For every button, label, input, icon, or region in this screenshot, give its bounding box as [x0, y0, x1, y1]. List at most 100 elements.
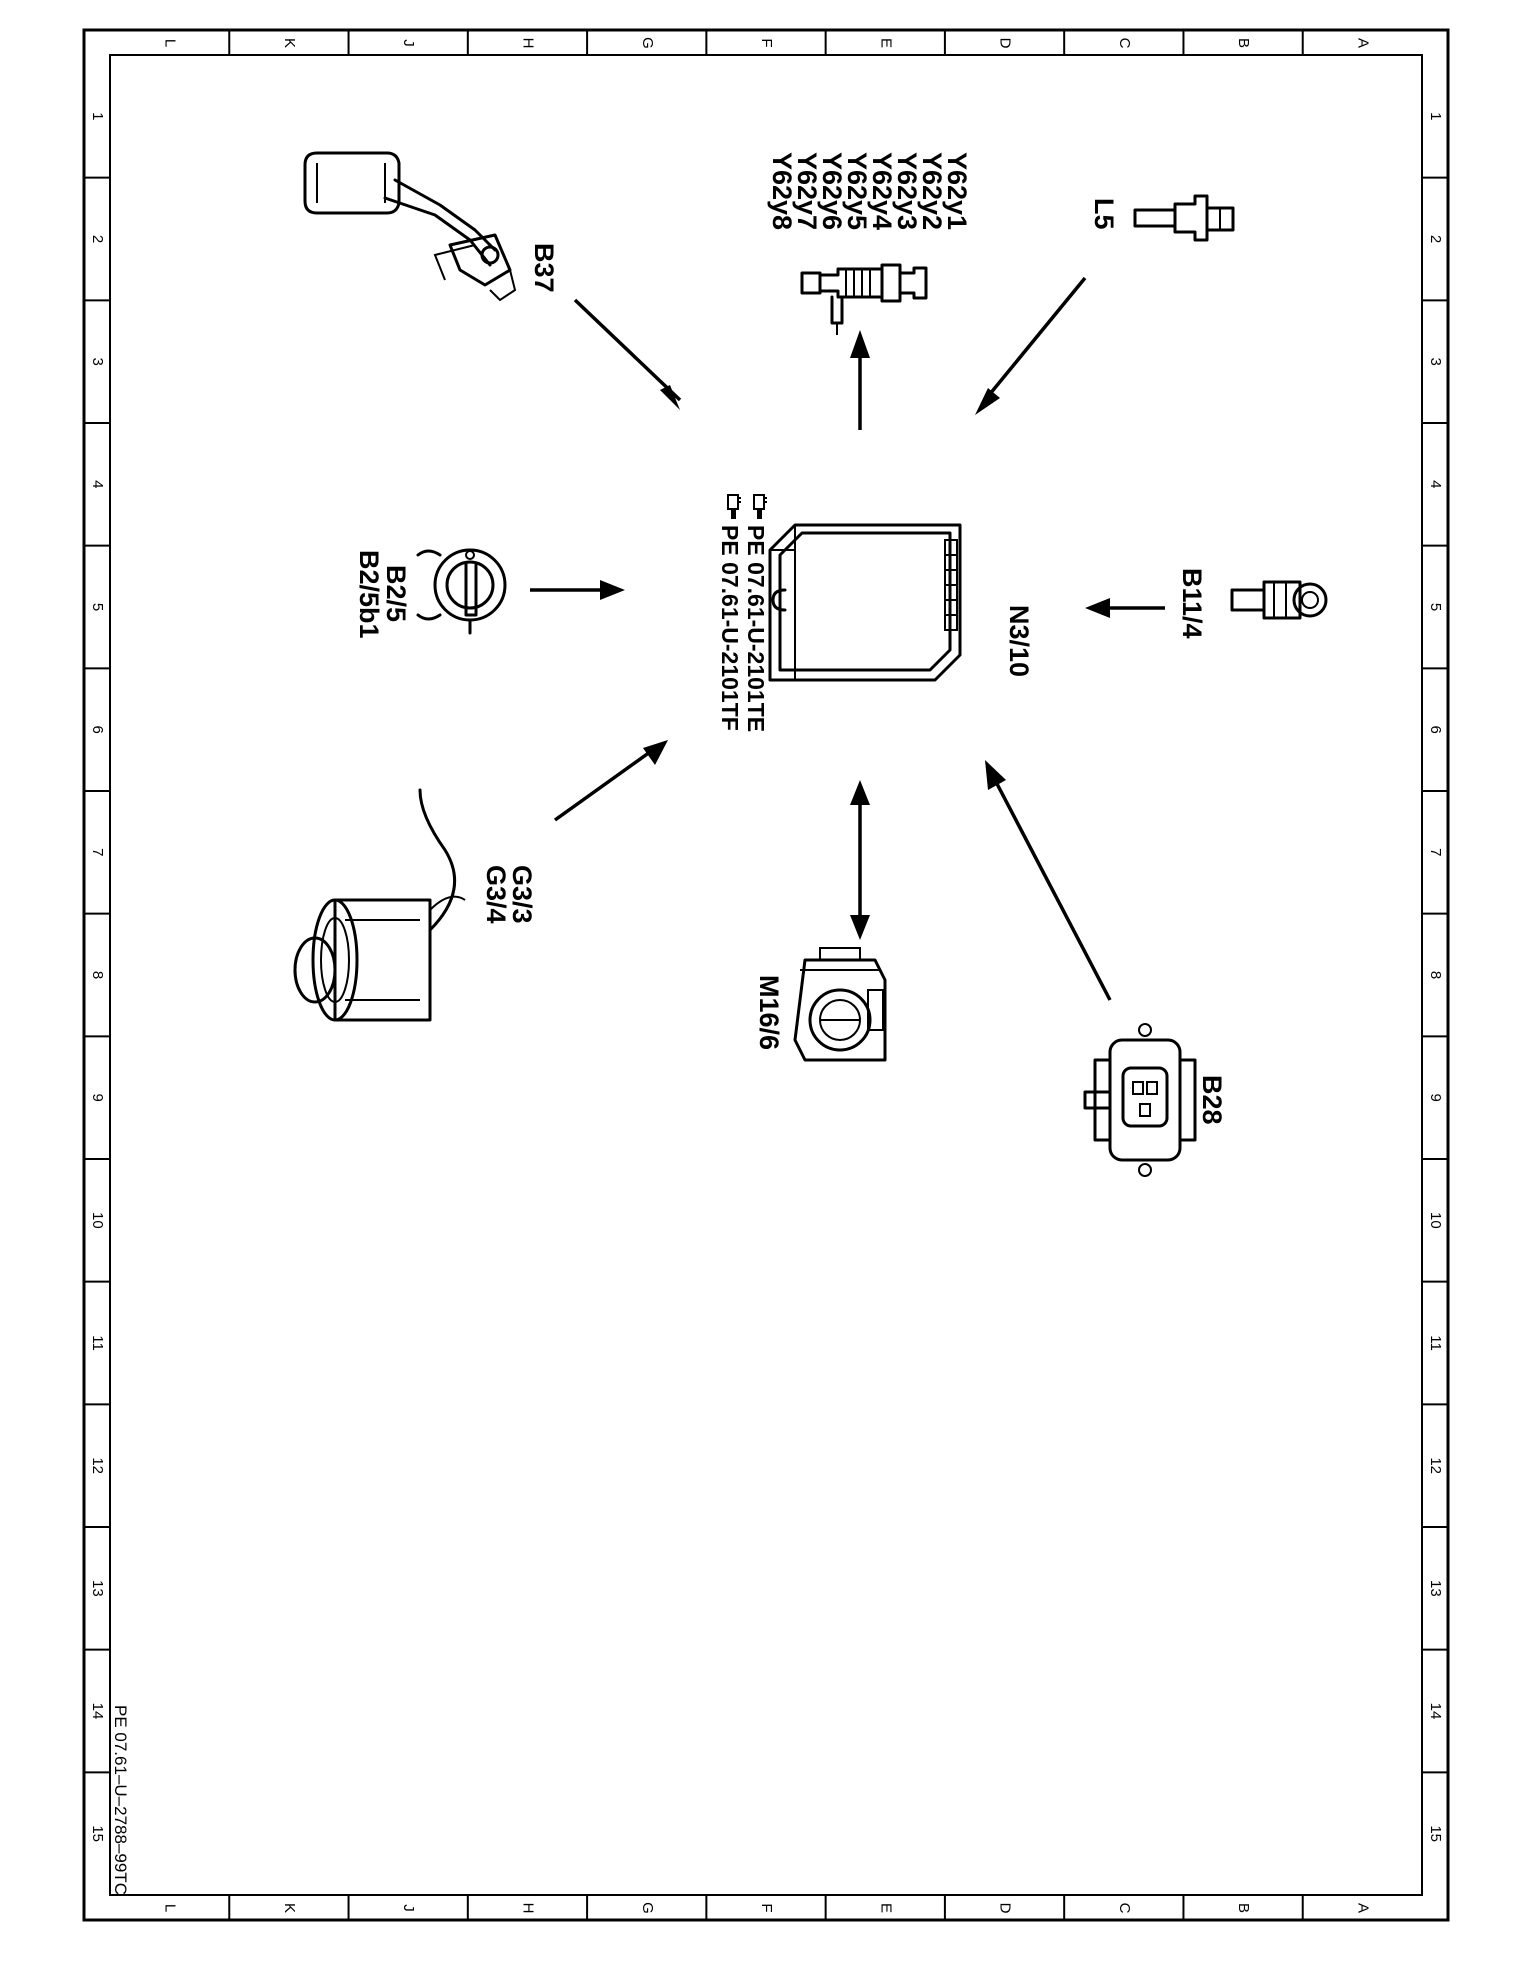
reference-text: PE 07.61-U-2101TE	[743, 525, 769, 732]
arrow-g3-to-n3-10	[553, 750, 652, 822]
column-letter: K	[281, 38, 298, 48]
arrowhead	[660, 385, 680, 410]
label-y62-item: Y62y6	[817, 152, 847, 230]
column-letter: G	[639, 37, 656, 49]
arrowhead	[850, 915, 870, 940]
row-number: 12	[89, 1457, 106, 1474]
column-letter: J	[400, 39, 417, 47]
row-number: 9	[1427, 1093, 1444, 1101]
column-letter: D	[997, 38, 1014, 49]
row-number: 12	[1427, 1457, 1444, 1474]
throttle-actuator-m16-6-illustration	[793, 947, 887, 1062]
reference-1[interactable]: PE 07.61-U-2101TE	[743, 494, 769, 732]
arrow-b37-to-n3-10	[573, 298, 682, 402]
drawing-frame	[82, 28, 1450, 1922]
drawing-code: PE 07.61–U–2788–99TC	[111, 1705, 130, 1895]
row-number: 6	[89, 725, 106, 733]
row-number: 13	[89, 1580, 106, 1597]
pedal-b37-illustration	[303, 151, 517, 302]
row-number: 1	[89, 112, 106, 120]
label-b28: B28	[1197, 1075, 1227, 1125]
sensor-b11-4-illustration	[1230, 580, 1328, 620]
column-letter: H	[519, 1903, 536, 1914]
arrowhead	[600, 580, 625, 600]
label-b2-5: B2/5	[381, 565, 411, 622]
signal-arrows	[530, 276, 1165, 1001]
pressure-sensor-b28-illustration	[1083, 1023, 1197, 1177]
row-number: 11	[89, 1335, 106, 1351]
row-number: 3	[89, 357, 106, 365]
label-b2-5b1: B2/5b1	[354, 550, 384, 639]
label-g3-4: G3/4	[481, 865, 511, 924]
row-number: 7	[1427, 848, 1444, 856]
row-number: 9	[89, 1093, 106, 1101]
label-y62-item: Y62y7	[792, 152, 822, 230]
row-number: 15	[89, 1825, 106, 1842]
label-b37: B37	[529, 243, 559, 293]
hand-pointer-icon	[753, 494, 767, 519]
injector-y62-illustration	[800, 263, 928, 335]
row-number: 10	[89, 1212, 106, 1229]
arrowhead	[850, 780, 870, 805]
row-number: 14	[89, 1703, 106, 1720]
column-letter: E	[877, 38, 894, 48]
reference-2[interactable]: PE 07.61-U-2101TF	[717, 494, 743, 731]
row-number: 8	[89, 971, 106, 979]
column-letter: F	[758, 38, 775, 47]
column-letter: G	[639, 1902, 656, 1914]
column-letter: K	[281, 1903, 298, 1913]
column-letter: A	[1354, 38, 1371, 48]
column-letter: F	[758, 1903, 775, 1912]
label-n3-10: N3/10	[1004, 605, 1034, 677]
hand-pointer-icon	[727, 494, 741, 519]
row-number: 4	[1427, 480, 1444, 488]
label-g3-3: G3/3	[507, 865, 537, 924]
row-number: 2	[89, 235, 106, 243]
column-letter: E	[877, 1903, 894, 1913]
column-letter: J	[400, 1904, 417, 1912]
column-letter: L	[162, 1904, 179, 1912]
arrowhead	[1085, 598, 1110, 618]
column-letter: D	[997, 1903, 1014, 1914]
arrowhead	[975, 388, 1000, 415]
arrowhead	[643, 740, 668, 765]
label-b11-4: B11/4	[1177, 568, 1207, 639]
sensor-l5-illustration	[1133, 194, 1235, 242]
row-number: 14	[1427, 1703, 1444, 1720]
column-letter: B	[1235, 38, 1252, 48]
sensor-b2-5-illustration	[416, 548, 507, 635]
label-l5: L5	[1089, 198, 1119, 230]
column-letter: C	[1116, 38, 1133, 49]
label-y62-item: Y62y8	[767, 152, 797, 230]
row-number: 2	[1427, 235, 1444, 243]
row-number: 11	[1427, 1335, 1444, 1351]
label-y62-item: Y62y4	[867, 152, 897, 230]
column-letter: B	[1235, 1903, 1252, 1913]
row-number: 15	[1427, 1825, 1444, 1842]
label-y62-item: Y62y2	[917, 152, 947, 230]
row-number: 8	[1427, 971, 1444, 979]
label-y62-item: Y62y1	[942, 152, 972, 230]
row-number: 1	[1427, 112, 1444, 120]
column-letter: H	[519, 38, 536, 49]
arrow-l5-to-n3-10	[983, 276, 1087, 402]
column-letter: A	[1354, 1903, 1371, 1913]
row-number: 6	[1427, 725, 1444, 733]
oxygen-sensor-g3-illustration	[293, 788, 466, 1022]
label-m16-6: M16/6	[754, 975, 784, 1050]
column-letter: L	[162, 39, 179, 47]
row-number: 4	[89, 480, 106, 488]
control-unit-n3-10-illustration	[768, 523, 962, 682]
row-number: 7	[89, 848, 106, 856]
row-number: 5	[89, 603, 106, 611]
label-y62-item: Y62y5	[842, 152, 872, 230]
row-number: 3	[1427, 357, 1444, 365]
arrow-b28-to-n3-10	[993, 779, 1112, 1001]
row-number: 5	[1427, 603, 1444, 611]
label-y62-item: Y62y3	[892, 152, 922, 230]
